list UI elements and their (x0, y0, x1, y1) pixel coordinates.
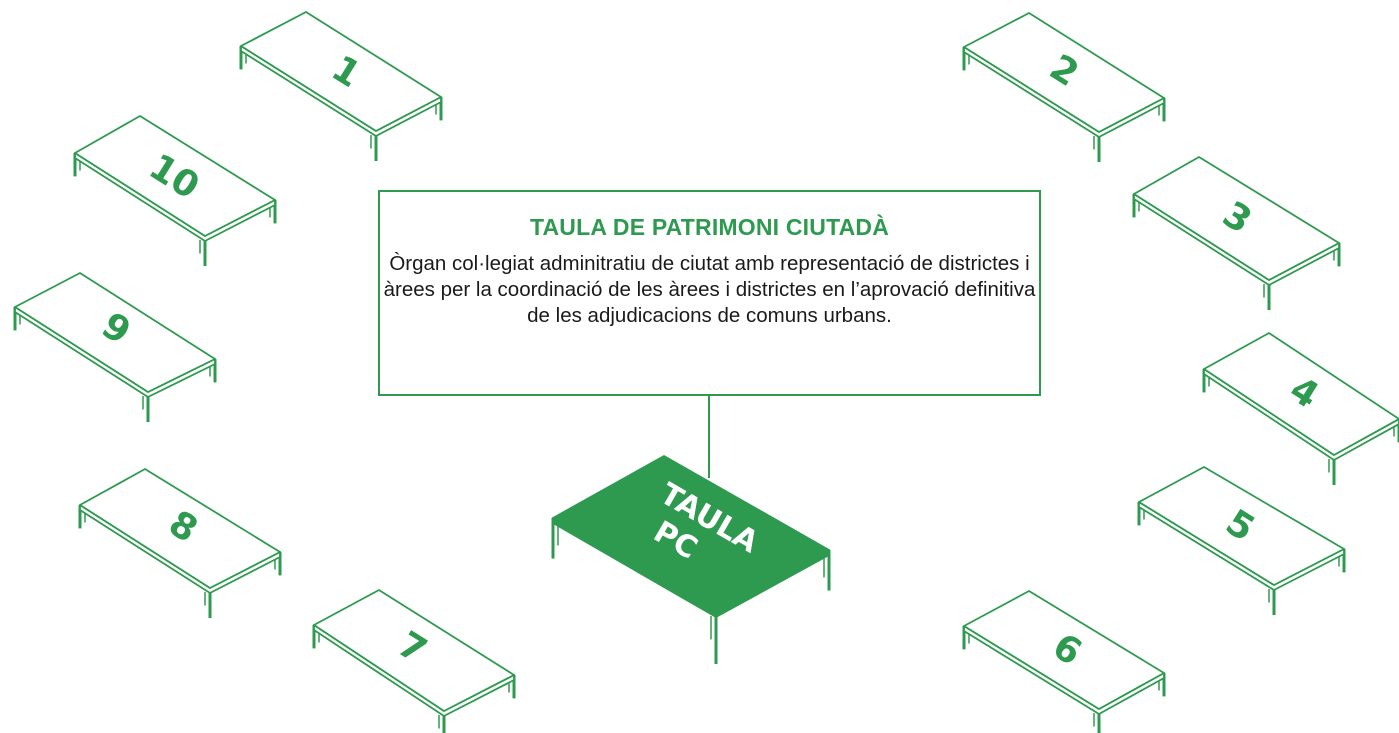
table-7: 7 (312, 589, 516, 733)
table-top (552, 455, 830, 613)
table-legs (551, 518, 831, 664)
info-box-description: Òrgan col·legiat adminitratiu de ciutat … (383, 252, 1036, 327)
table-top (1138, 466, 1345, 586)
table-4: 4 (1202, 332, 1399, 485)
table-top (14, 272, 216, 393)
table-8: 8 (78, 468, 282, 618)
table-top (1203, 332, 1399, 456)
table-top (963, 12, 1165, 133)
table-top (240, 11, 442, 132)
table-5: 5 (1137, 466, 1346, 615)
table-10: 10 (73, 115, 277, 266)
info-box-title: TAULA DE PATRIMONI CIUTADÀ (529, 214, 890, 240)
table-3: 3 (1132, 156, 1341, 310)
table-top (313, 589, 515, 712)
table-1: 1 (239, 11, 443, 161)
table-top (79, 468, 281, 589)
table-top (1133, 156, 1340, 281)
table-2: 2 (962, 12, 1166, 162)
table-9: 9 (13, 272, 217, 422)
table-top (74, 115, 276, 237)
info-box: TAULA DE PATRIMONI CIUTADÀ Òrgan col·leg… (378, 190, 1041, 396)
table-top (963, 590, 1165, 710)
table-6: 6 (962, 590, 1166, 733)
